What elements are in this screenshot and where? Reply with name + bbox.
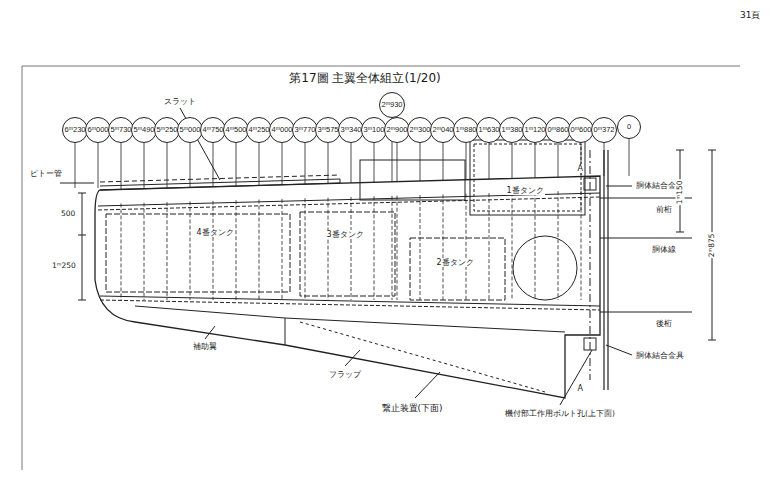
leader-line <box>75 143 76 188</box>
leader-line <box>629 139 630 176</box>
part-label: 3番タンク <box>326 230 365 239</box>
leader-line <box>328 198 329 300</box>
leader-line <box>213 143 214 187</box>
leader-line <box>374 196 375 300</box>
station-number: 3ᵐ340 <box>341 126 362 134</box>
station-number: 0ᵐ600 <box>571 126 592 134</box>
leader-line <box>443 194 444 300</box>
leader-line <box>328 143 329 184</box>
station-number: 2ᵐ300 <box>410 126 431 134</box>
leader-line <box>397 196 398 300</box>
leader-line <box>420 143 421 181</box>
leader-line <box>213 201 214 300</box>
leader-line <box>466 143 467 180</box>
part-label: 胴体線 <box>651 246 677 255</box>
station-number: 0 <box>627 123 631 131</box>
station-number: 3ᵐ100 <box>364 126 385 134</box>
part-label: A <box>577 164 584 173</box>
leader-line <box>535 143 536 178</box>
station-number: 3ᵐ770 <box>295 126 316 134</box>
leader-line <box>98 143 99 188</box>
leader-line <box>282 143 283 185</box>
station-number: 4ᵐ500 <box>226 126 247 134</box>
leader-line <box>489 143 490 179</box>
part-label: フラップ <box>328 370 362 379</box>
leader-line <box>558 191 559 300</box>
part-label: 前桁 <box>655 206 673 215</box>
station-number: 3ᵐ575 <box>318 126 339 134</box>
station-number: 6ᵐ230 <box>65 126 86 134</box>
station-number: 4ᵐ750 <box>203 126 224 134</box>
leader-line <box>167 143 168 188</box>
part-label: スラット <box>163 97 197 106</box>
leader-line <box>397 143 398 182</box>
leader-line <box>282 199 283 300</box>
part-label: A <box>577 384 584 393</box>
part-label: 胴体結合金具 <box>635 352 685 361</box>
station-number: 6ᵐ000 <box>88 126 109 134</box>
station-number: 5ᵐ490 <box>134 126 155 134</box>
leader-line <box>351 143 352 183</box>
leader-line <box>144 143 145 189</box>
leader-line <box>535 192 536 300</box>
station-number: 0ᵐ860 <box>548 126 569 134</box>
leader-line <box>144 203 145 300</box>
leader-line <box>305 198 306 300</box>
part-label: 繋止装置(下面) <box>381 403 444 413</box>
station-number: 5ᵐ000 <box>180 126 201 134</box>
station-number: 1ᵐ380 <box>502 126 523 134</box>
leader-line <box>489 193 490 300</box>
station-number: 1ᵐ880 <box>456 126 477 134</box>
part-label: 機付部工作用ボルト孔(上下面) <box>504 410 616 419</box>
leader-line <box>512 143 513 178</box>
leader-line <box>581 191 582 300</box>
leader-line <box>392 196 393 300</box>
part-label: ピトー管 <box>29 170 63 179</box>
leader-line <box>443 143 444 180</box>
station-number: 1ᵐ630 <box>479 126 500 134</box>
leader-line <box>259 200 260 300</box>
leader-line <box>121 143 122 189</box>
station-number: 1ᵐ120 <box>525 126 546 134</box>
station-number: 4ᵐ250 <box>249 126 270 134</box>
station-number: 2ᵐ040 <box>433 126 454 134</box>
leader-line <box>236 200 237 300</box>
station-circle: 2ᵐ930 <box>379 92 405 118</box>
leader-line <box>374 143 375 182</box>
part-label: 4番タンク <box>196 228 235 237</box>
part-label: 1ᵐ250 <box>51 262 77 271</box>
leader-line <box>190 143 191 187</box>
part-label: 後桁 <box>655 320 673 329</box>
figure-title: 第17圖 主翼全体組立(1/20) <box>287 70 442 87</box>
leader-line <box>305 143 306 184</box>
part-label: 1ᵐ150 <box>676 179 685 205</box>
part-label: 500 <box>60 210 76 219</box>
leader-line <box>121 203 122 300</box>
station-number: 0ᵐ372 <box>594 126 615 134</box>
leader-line <box>167 202 168 300</box>
station-number: 5ᵐ250 <box>157 126 178 134</box>
station-circle: 0ᵐ372 <box>591 117 617 143</box>
leader-line <box>558 143 559 177</box>
part-label: 2番タンク <box>436 258 475 267</box>
part-label: 31頁 <box>739 10 761 20</box>
leader-line <box>604 143 605 176</box>
part-label: 補助翼 <box>192 342 218 351</box>
station-number: 2ᵐ930 <box>382 101 403 109</box>
leader-line <box>512 192 513 300</box>
leader-line <box>466 194 467 300</box>
leader-line <box>351 197 352 300</box>
station-number: 4ᵐ000 <box>272 126 293 134</box>
part-label: 2ᵐ875 <box>708 232 717 258</box>
leader-line <box>259 143 260 186</box>
part-label: 1番タンク <box>506 186 545 195</box>
leader-line <box>190 201 191 300</box>
station-circle: 0 <box>617 115 641 139</box>
station-number: 5ᵐ730 <box>111 126 132 134</box>
station-number: 2ᵐ900 <box>387 126 408 134</box>
leader-line <box>420 195 421 300</box>
leader-line <box>236 143 237 186</box>
